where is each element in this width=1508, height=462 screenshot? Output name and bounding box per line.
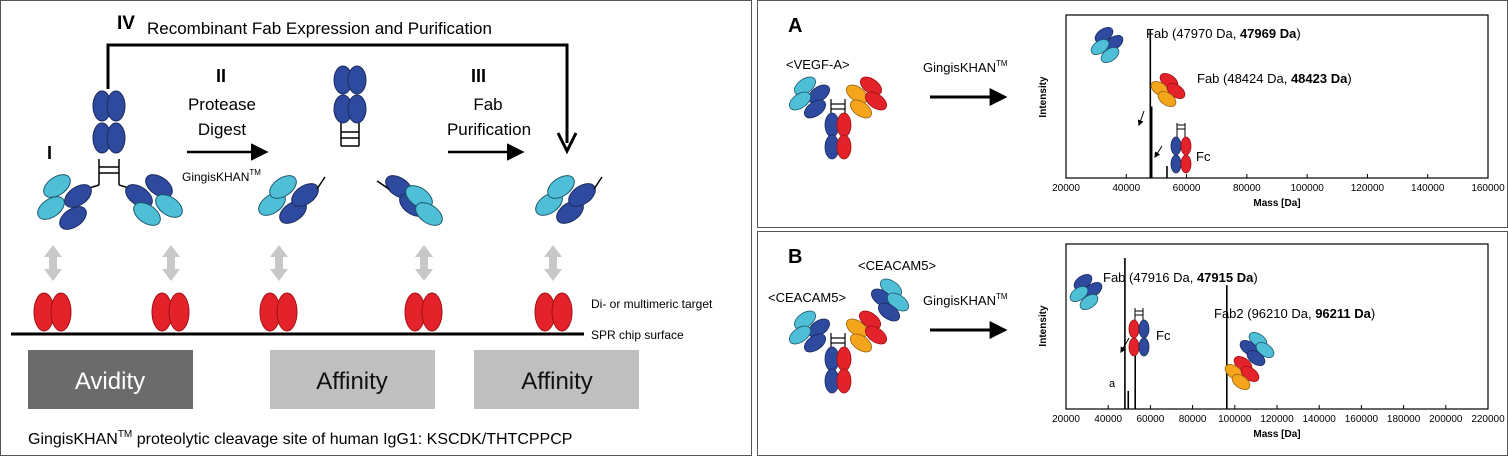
chart-a-xtick-label-1: 40000 bbox=[1112, 183, 1140, 194]
chart-a-fc-label: Fc bbox=[1196, 149, 1211, 164]
chart-a-fc-icon bbox=[1170, 123, 1192, 174]
chart-b-xtick-label-0: 20000 bbox=[1052, 414, 1080, 425]
panel-b-antigen-1: <CEACAM5> bbox=[768, 290, 846, 305]
step-ii-line2: Digest bbox=[198, 120, 246, 139]
chart-a-xtick-label-6: 140000 bbox=[1411, 183, 1445, 194]
chart-a-pointer-1 bbox=[1137, 110, 1145, 127]
chart-b-a-label: a bbox=[1109, 378, 1116, 390]
panel-a-letter: A bbox=[788, 15, 802, 37]
chart-b-xtick-label-1: 40000 bbox=[1094, 414, 1122, 425]
step-iv-numeral: IV bbox=[117, 13, 135, 34]
step-ii-enzyme: GingisKHANTM bbox=[182, 168, 261, 184]
affinity-label-2: Affinity bbox=[521, 368, 593, 395]
chart-b-pointer bbox=[1120, 337, 1130, 354]
chart-b-xtick-label-6: 140000 bbox=[1303, 414, 1337, 425]
chart-b-xlabel: Mass [Da] bbox=[1253, 429, 1300, 440]
binding-arrow-2 bbox=[162, 245, 180, 281]
binding-arrow-3 bbox=[270, 245, 288, 281]
chart-a-xtick-label-3: 80000 bbox=[1233, 183, 1261, 194]
chart-a-fab-icon-2 bbox=[1150, 73, 1186, 107]
step-iii-line2: Purification bbox=[447, 120, 531, 139]
fab-fragment-icon-1 bbox=[258, 175, 326, 224]
affinity-label-1: Affinity bbox=[316, 368, 388, 395]
igg-antibody-icon bbox=[37, 90, 183, 230]
chart-b-xtick-label-4: 100000 bbox=[1218, 414, 1252, 425]
panel-b-antibody-icon bbox=[788, 278, 910, 394]
chart-a-xtick-label-2: 60000 bbox=[1173, 183, 1201, 194]
panel-b-antigen-2: <CEACAM5> bbox=[858, 258, 936, 273]
binding-arrow-4 bbox=[415, 245, 433, 281]
step-iv-arrowhead bbox=[556, 132, 578, 155]
panel-a-figure: A <VEGF-A> GingisKHANTM 20000 40000 60000 8… bbox=[786, 14, 1505, 209]
step-ii-line1: Protease bbox=[188, 95, 256, 114]
left-panel: IV Recombinant Fab Expression and Purifi… bbox=[0, 0, 752, 456]
workflow-diagram: IV Recombinant Fab Expression and Purifi… bbox=[11, 13, 713, 448]
chart-b-fab2-icon bbox=[1224, 332, 1275, 390]
chart-a-fab-label-2: Fab (48424 Da, 48423 Da) bbox=[1197, 71, 1352, 86]
step-iv-bracket bbox=[106, 43, 569, 143]
chart-b: 20000 40000 60000 80000 100000 120000 140000 16… bbox=[1038, 243, 1505, 440]
target-label: Di- or multimeric target bbox=[591, 297, 713, 311]
panel-b-enzyme: GingisKHANTM bbox=[923, 292, 1008, 308]
panel-b-figure: B <CEACAM5> <CEACAM5> GingisKHANTM 20000… bbox=[768, 243, 1505, 440]
chart-a-frame bbox=[1065, 14, 1489, 179]
chart-b-ylabel: Intensity bbox=[1038, 305, 1049, 347]
affinity-box-1 bbox=[270, 350, 435, 409]
panel-a-antibody-icon bbox=[788, 76, 888, 160]
step-i-numeral: I bbox=[47, 143, 52, 163]
step-iii-numeral: III bbox=[471, 66, 486, 86]
chart-a-xtick-label-4: 100000 bbox=[1290, 183, 1324, 194]
step-iv-label: Recombinant Fab Expression and Purificat… bbox=[147, 19, 492, 38]
panel-b: B <CEACAM5> <CEACAM5> GingisKHANTM 20000… bbox=[757, 231, 1508, 456]
target-dimers bbox=[33, 292, 573, 332]
chart-b-fab-label: Fab (47916 Da, 47915 Da) bbox=[1103, 270, 1258, 285]
chart-a-fab-icon-1 bbox=[1090, 27, 1124, 63]
chart-b-xtick-label-3: 80000 bbox=[1179, 414, 1207, 425]
chart-b-xtick-label-2: 60000 bbox=[1136, 414, 1164, 425]
surface-label: SPR chip surface bbox=[591, 328, 684, 342]
chart-a-ylabel: Intensity bbox=[1038, 76, 1049, 118]
panel-b-letter: B bbox=[788, 246, 802, 268]
chart-b-xtick-label-9: 200000 bbox=[1429, 414, 1463, 425]
cleavage-caption: GingisKHANTM proteolytic cleavage site o… bbox=[28, 429, 572, 448]
chart-a-xtick-label-0: 20000 bbox=[1052, 183, 1080, 194]
affinity-box-2 bbox=[474, 350, 639, 409]
chart-a-xtick-label-7: 160000 bbox=[1471, 183, 1505, 194]
chart-b-fc-label: Fc bbox=[1156, 328, 1171, 343]
fab-fragment-icon-2 bbox=[376, 175, 443, 226]
binding-arrow-5 bbox=[544, 245, 562, 281]
avidity-box bbox=[28, 350, 193, 409]
fc-fragment-icon bbox=[333, 65, 367, 147]
binding-arrows bbox=[44, 245, 562, 281]
chart-a-xlabel: Mass [Da] bbox=[1253, 198, 1300, 209]
chart-b-xtick-label-8: 180000 bbox=[1387, 414, 1421, 425]
chart-a-fab-label-1: Fab (47970 Da, 47969 Da) bbox=[1146, 26, 1301, 41]
panel-a: A <VEGF-A> GingisKHANTM 20000 40000 60000 8… bbox=[757, 0, 1508, 228]
avidity-label: Avidity bbox=[75, 368, 145, 395]
step-ii-numeral: II bbox=[216, 66, 226, 86]
chart-a: 20000 40000 60000 80000 100000 120000 140000 16… bbox=[1038, 14, 1505, 209]
purified-fab-icon bbox=[535, 175, 603, 224]
panel-a-antigen: <VEGF-A> bbox=[786, 57, 850, 72]
panel-a-enzyme: GingisKHANTM bbox=[923, 59, 1008, 75]
chart-b-xtick-label-7: 160000 bbox=[1345, 414, 1379, 425]
chart-b-fab2-label: Fab2 (96210 Da, 96211 Da) bbox=[1214, 306, 1375, 321]
binding-arrow-1 bbox=[44, 245, 62, 281]
chart-b-xtick-label-5: 120000 bbox=[1260, 414, 1294, 425]
chart-b-fab-icon bbox=[1069, 274, 1103, 310]
chart-b-fc-icon bbox=[1128, 308, 1150, 357]
step-iii-line1: Fab bbox=[473, 95, 502, 114]
chart-b-xtick-label-10: 220000 bbox=[1471, 414, 1505, 425]
chart-a-pointer-2 bbox=[1154, 145, 1163, 159]
chart-a-xtick-label-5: 120000 bbox=[1351, 183, 1385, 194]
